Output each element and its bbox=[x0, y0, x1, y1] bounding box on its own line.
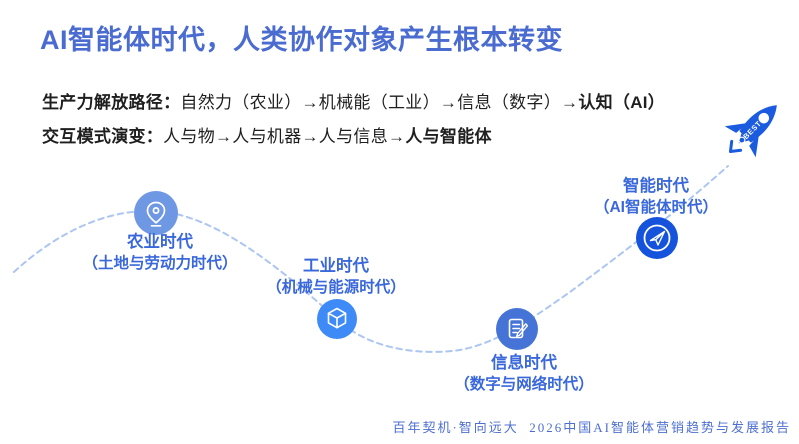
paper-plane-icon bbox=[643, 224, 671, 252]
era-label-information: 信息时代 （数字与网络时代） bbox=[414, 353, 634, 395]
era-subtitle: （土地与劳动力时代） bbox=[82, 255, 238, 272]
era-name: 工业时代 bbox=[303, 257, 369, 275]
rocket-icon: BEST bbox=[724, 105, 777, 158]
rocket-ring-logo bbox=[738, 136, 746, 144]
information-era-node bbox=[496, 308, 538, 350]
era-name: 农业时代 bbox=[127, 233, 193, 251]
rocket-flame-chevron bbox=[728, 139, 743, 154]
era-name: 信息时代 bbox=[491, 354, 557, 372]
edit-note-icon bbox=[508, 318, 529, 339]
cube-icon bbox=[327, 307, 347, 329]
intelligence-era-node bbox=[636, 217, 678, 259]
era-subtitle: （数字与网络时代） bbox=[454, 376, 594, 393]
footer-report-title: 百年契机·智向远大 2026中国AI智能体营销趋势与发展报告 bbox=[392, 420, 791, 435]
intro-line2-body: 人与物→人与机器→人与信息→ bbox=[163, 127, 406, 146]
intro-line1-emphasis: 认知（AI） bbox=[578, 93, 666, 112]
intro-line-productivity: 生产力解放路径：自然力（农业）→机械能（工业）→信息（数字）→认知（AI） bbox=[42, 88, 665, 113]
intro-line1-label: 生产力解放路径： bbox=[42, 93, 181, 112]
rocket-window bbox=[758, 112, 770, 124]
era-subtitle: （机械与能源时代） bbox=[266, 279, 406, 296]
era-name: 智能时代 bbox=[623, 177, 689, 195]
page-title: AI智能体时代，人类协作对象产生根本转变 bbox=[40, 25, 563, 55]
intro-line1-body: 自然力（农业）→机械能（工业）→信息（数字）→ bbox=[180, 93, 579, 112]
industrial-era-node bbox=[317, 299, 357, 339]
era-subtitle: （AI智能体时代） bbox=[593, 199, 718, 216]
agriculture-era-node bbox=[134, 191, 178, 235]
intro-line-interaction: 交互模式演变：人与物→人与机器→人与信息→人与智能体 bbox=[42, 122, 492, 147]
era-label-agriculture: 农业时代 （土地与劳动力时代） bbox=[50, 232, 270, 274]
era-label-intelligence: 智能时代 （AI智能体时代） bbox=[546, 176, 766, 218]
era-label-industrial: 工业时代 （机械与能源时代） bbox=[226, 256, 446, 298]
intro-line2-emphasis: 人与智能体 bbox=[405, 127, 492, 146]
map-pin-icon bbox=[146, 201, 166, 227]
intro-line2-label: 交互模式演变： bbox=[42, 127, 164, 146]
